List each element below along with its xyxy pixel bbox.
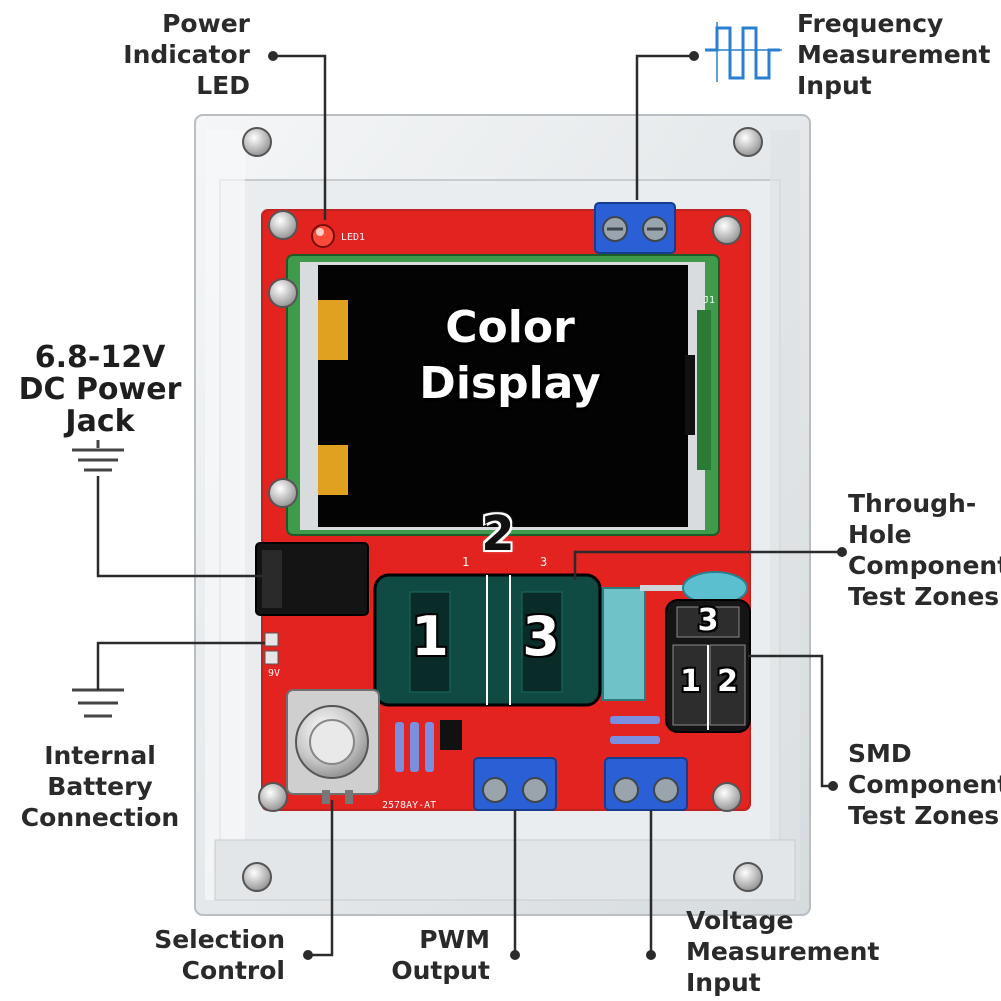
smd-zone-3: 3 (697, 603, 719, 638)
battery-connector (264, 632, 279, 665)
callout-lines (96, 54, 842, 957)
through-hole-zone-3: 3 (522, 605, 560, 668)
screws (242, 127, 763, 892)
led-silkscreen-label: LED1 (341, 232, 366, 243)
label-through-hole-test-zones: Through- Hole Component Test Zones (848, 489, 1001, 611)
zif-socket (373, 573, 646, 707)
callout-dots (268, 51, 847, 960)
label-pwm-output: PWM Output (391, 925, 490, 985)
lcd-module (286, 254, 720, 536)
label-dc-power-jack: 6.8-12V DC Power Jack (18, 340, 182, 439)
battery-silkscreen-label: 9V (268, 668, 281, 679)
label-selection-control: Selection Control (154, 925, 285, 985)
label-power-indicator-led: Power Indicator LED (123, 9, 250, 100)
frequency-terminal-block (594, 202, 676, 254)
voltage-terminal-block (604, 757, 688, 811)
ground-symbol-battery (72, 688, 124, 718)
through-hole-zone-2: 2 (481, 506, 515, 562)
lcd-header-pins (697, 310, 711, 470)
label-frequency-measurement-input: Frequency Measurement Input (797, 9, 991, 100)
pwm-terminal-block (473, 757, 557, 811)
dc-power-jack (255, 542, 369, 616)
label-voltage-measurement-input: Voltage Measurement Input (686, 906, 880, 997)
smd-zone-2: 2 (717, 664, 738, 699)
pin-1-silkscreen: 1 (462, 555, 470, 569)
rotary-encoder (286, 689, 380, 804)
resistors (395, 716, 660, 772)
led-component (311, 224, 335, 248)
square-wave-icon (705, 22, 782, 82)
model-silkscreen-label: 2578AY-AT (382, 800, 437, 811)
ground-symbol-dc (72, 440, 124, 472)
label-internal-battery-connection: Internal Battery Connection (20, 741, 180, 832)
through-hole-zone-1: 1 (411, 605, 449, 668)
smd-socket (665, 599, 751, 733)
smd-zone-1: 1 (680, 664, 701, 699)
pin-3-silkscreen: 3 (540, 555, 548, 569)
label-smd-test-zones: SMD Component Test Zones (848, 739, 1001, 830)
j1-silkscreen-label: J1 (703, 295, 716, 306)
color-display-label: Color Display (419, 302, 601, 409)
